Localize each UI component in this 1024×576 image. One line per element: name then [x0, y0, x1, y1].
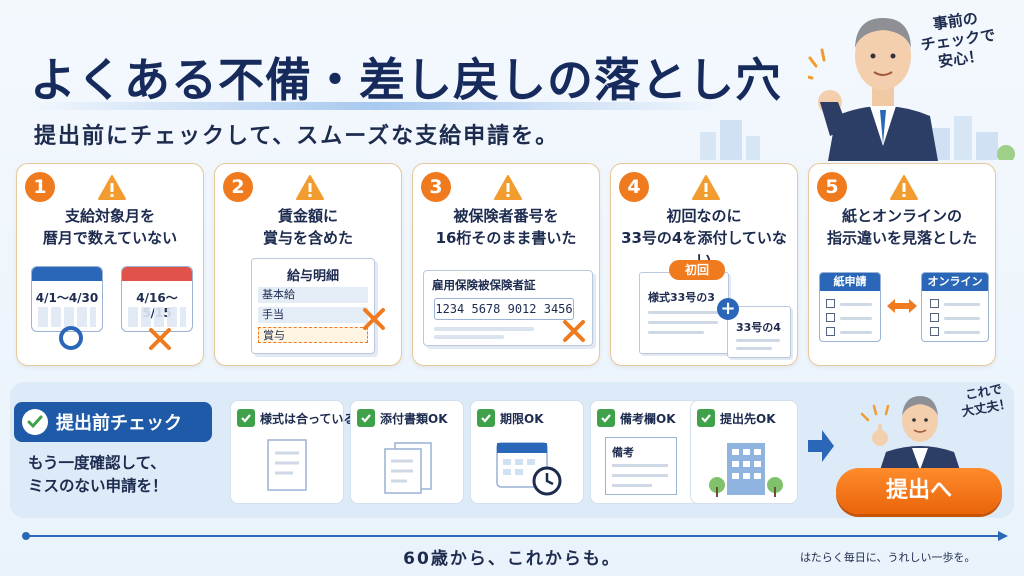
check-label: 様式は合っている: [260, 411, 356, 426]
correct-circle-icon: [59, 326, 83, 350]
warning-icon: [296, 175, 324, 200]
badge-label: 提出前チェック: [56, 413, 182, 434]
card-text-line: 16桁そのまま書いた: [435, 228, 577, 247]
panel-title: 紙申請: [820, 273, 880, 291]
green-check-icon: [597, 409, 615, 427]
pre-submit-check-badge: 提出前チェック: [14, 402, 212, 442]
card-number: 2: [223, 172, 253, 202]
submit-button[interactable]: 提出へ: [836, 468, 1002, 514]
pitfall-card-1: 1 支給対象月を 暦月で数えていない 4/1〜4/30 4/16〜5/15: [16, 163, 204, 366]
warning-icon: [98, 175, 126, 200]
panel-title: オンライン: [922, 273, 988, 291]
card-number: 4: [619, 172, 649, 202]
first-time-tag: 初回: [669, 260, 725, 280]
paper-application-panel: 紙申請: [819, 272, 881, 342]
card-text-line: 賞与を含めた: [262, 228, 353, 247]
green-check-icon: [477, 409, 495, 427]
remarks-document: 備考: [605, 437, 677, 495]
calendar-date: 4/1〜4/30: [35, 291, 99, 305]
green-check-icon: [357, 409, 375, 427]
check-item-remarks: 備考欄OK 備考: [590, 400, 704, 504]
form-33-4-document: 33号の4: [727, 306, 791, 358]
check-circle-icon: [22, 409, 48, 435]
footer-tagline: 60歳から、これからも。: [403, 549, 621, 569]
plus-icon: +: [717, 298, 739, 320]
page-title: よくある不備・差し戻しの落とし穴: [30, 53, 782, 107]
calendar-icon: 4/16〜5/15: [121, 266, 193, 332]
form-title: 様式33号の3: [648, 291, 715, 304]
pitfall-card-2: 2 賃金額に 賞与を含めた 給与明細 基本給 手当 賞与: [214, 163, 402, 366]
wrong-x-icon: [149, 328, 171, 350]
check-label: 備考欄OK: [620, 411, 676, 426]
form-title: 33号の4: [736, 321, 781, 334]
card-number: 3: [421, 172, 451, 202]
office-building-icon: [709, 443, 783, 497]
card-text: 被保険者番号を 16桁そのまま書いた: [419, 206, 593, 250]
green-check-icon: [237, 409, 255, 427]
warning-icon: [890, 175, 918, 200]
pitfall-card-5: 5 紙とオンラインの 指示違いを見落とした 紙申請 オンライン: [808, 163, 996, 366]
timeline-arrow: [22, 531, 1008, 541]
payslip-row: 基本給: [258, 287, 368, 303]
card-text-line: 紙とオンラインの: [841, 207, 962, 225]
check-item-destination: 提出先OK: [690, 400, 798, 504]
form-33-3-document: 様式33号の3: [639, 272, 729, 354]
insurance-card-document: 雇用保険被保険者証 1234 5678 9012 3456: [423, 270, 593, 346]
check-item-format: 様式は合っている: [230, 400, 355, 504]
card-text: 賃金額に 賞与を含めた: [221, 206, 395, 250]
check-label: 期限OK: [500, 411, 544, 426]
pitfall-card-3: 3 被保険者番号を 16桁そのまま書いた 雇用保険被保険者証 1234 5678…: [412, 163, 600, 366]
bubble-line: もう一度確認して、: [28, 454, 166, 472]
insured-number: 1234 5678 9012 3456: [434, 298, 574, 320]
remarks-label: 備考: [612, 446, 634, 459]
reminder-bubble: もう一度確認して、 ミスのない申請を！: [28, 452, 214, 499]
check-item-deadline: 期限OK: [470, 400, 584, 504]
footer-note: はたらく毎日に、うれしい一歩を。: [800, 551, 976, 564]
green-check-icon: [697, 409, 715, 427]
payslip-document: 給与明細 基本給 手当 賞与: [251, 258, 375, 354]
title-underline: [26, 102, 726, 110]
document-title: 雇用保険被保険者証: [432, 278, 536, 292]
businessman-thumbs-up-illustration: [860, 396, 960, 470]
warning-icon: [692, 175, 720, 200]
card-text-line: 賃金額に: [277, 207, 338, 225]
card-text-line: 初回なのに: [666, 207, 742, 225]
online-application-panel: オンライン: [921, 272, 989, 342]
payslip-row: 手当: [258, 307, 368, 323]
arrow-right-icon: [808, 430, 834, 462]
card-text-line: 被保険者番号を: [453, 207, 559, 225]
card-text-line: 支給対象月を: [64, 207, 155, 225]
double-arrow-icon: [887, 299, 917, 313]
payslip-row-highlighted: 賞与: [258, 327, 368, 343]
wrong-x-icon: [363, 308, 385, 330]
page-subtitle: 提出前にチェックして、スムーズな支給申請を。: [34, 124, 560, 149]
bubble-line: ミスのない申請を！: [28, 477, 168, 496]
calendar-icon: 4/1〜4/30: [31, 266, 103, 332]
card-text: 紙とオンラインの 指示違いを見落とした: [815, 206, 989, 250]
document-icon: [267, 439, 307, 491]
card-text-line: 指示違いを見落とした: [826, 228, 977, 247]
calendar-clock-icon: [496, 442, 562, 496]
documents-stack-icon: [384, 442, 432, 494]
card-number: 1: [25, 172, 55, 202]
document-title: 給与明細: [286, 269, 339, 284]
card-text: 初回なのに 33号の4を添付していない: [617, 206, 791, 271]
card-text-line: 暦月で数えていない: [42, 228, 178, 247]
check-item-attachments: 添付書類OK: [350, 400, 464, 504]
check-label: 添付書類OK: [380, 411, 448, 426]
warning-icon: [494, 175, 522, 200]
wrong-x-icon: [563, 320, 585, 342]
check-label: 提出先OK: [720, 411, 776, 426]
pitfall-card-4: 4 初回なのに 33号の4を添付していない 様式33号の3 初回 33号の4 +: [610, 163, 798, 366]
card-text: 支給対象月を 暦月で数えていない: [23, 206, 197, 250]
businessman-illustration: [808, 18, 938, 161]
card-number: 5: [817, 172, 847, 202]
